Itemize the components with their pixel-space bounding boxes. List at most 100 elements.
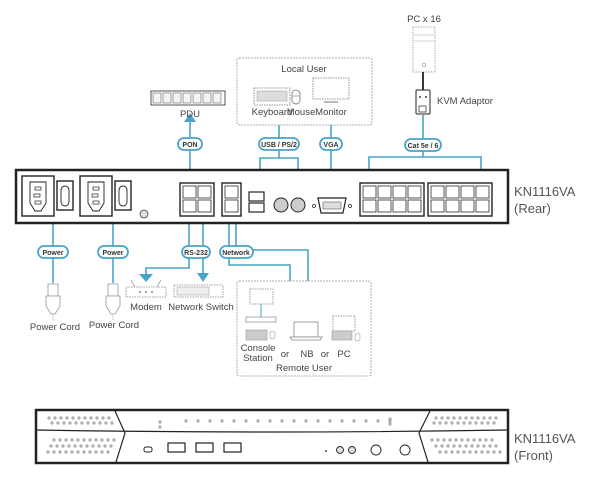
vent-hole bbox=[76, 450, 80, 454]
rs232-cable-modem bbox=[145, 222, 190, 276]
vent-hole bbox=[452, 416, 456, 420]
vent-hole bbox=[103, 444, 107, 448]
vent-hole bbox=[59, 416, 63, 420]
svg-text:RS-232: RS-232 bbox=[184, 250, 208, 257]
vent-hole bbox=[89, 416, 93, 420]
vent-hole bbox=[64, 438, 68, 442]
vent-hole bbox=[106, 450, 110, 454]
network-switch-label: Network Switch bbox=[168, 302, 233, 313]
vent-hole bbox=[158, 420, 162, 424]
vent-hole bbox=[458, 444, 462, 448]
vent-hole bbox=[76, 438, 80, 442]
vent-hole bbox=[458, 416, 462, 420]
nb-label: NB bbox=[300, 349, 313, 360]
network-cable-1 bbox=[228, 222, 291, 282]
vent-hole bbox=[468, 450, 472, 454]
console-station-label-2: Station bbox=[243, 353, 273, 364]
vent-hole bbox=[450, 421, 454, 425]
vent-hole bbox=[486, 421, 490, 425]
vent-hole bbox=[440, 416, 444, 420]
vent-hole bbox=[470, 416, 474, 420]
svg-text:Cat 5e / 6: Cat 5e / 6 bbox=[408, 143, 439, 150]
kvm-port-bank-1 bbox=[359, 182, 425, 217]
vent-hole bbox=[476, 444, 480, 448]
vent-hole bbox=[98, 421, 102, 425]
front-model-label: KN1116VA bbox=[514, 431, 576, 446]
vent-hole bbox=[49, 444, 53, 448]
power-cord-icon-2 bbox=[105, 283, 121, 320]
vent-hole bbox=[50, 421, 54, 425]
vent-hole bbox=[472, 438, 476, 442]
vent-hole bbox=[480, 450, 484, 454]
vent-hole bbox=[430, 438, 434, 442]
cat-pill: Cat 5e / 6 bbox=[404, 138, 442, 152]
modem-icon bbox=[125, 279, 167, 298]
vent-hole bbox=[244, 419, 248, 423]
vent-hole bbox=[456, 421, 460, 425]
pon-pill: PON bbox=[177, 137, 203, 151]
modem-arrow bbox=[139, 274, 153, 282]
vent-hole bbox=[474, 450, 478, 454]
pc-tower-icon bbox=[412, 26, 436, 73]
vent-hole bbox=[74, 421, 78, 425]
vent-hole bbox=[101, 416, 105, 420]
power-switch-2 bbox=[114, 180, 132, 211]
vent-hole bbox=[208, 419, 212, 423]
svg-text:Power: Power bbox=[42, 250, 63, 257]
vent-hole bbox=[82, 450, 86, 454]
vent-hole bbox=[83, 416, 87, 420]
vent-hole bbox=[376, 419, 380, 423]
vent-hole bbox=[464, 444, 468, 448]
vent-hole bbox=[100, 450, 104, 454]
vent-hole bbox=[79, 444, 83, 448]
vent-hole bbox=[80, 421, 84, 425]
vent-hole bbox=[55, 444, 59, 448]
svg-text:USB / PS/2: USB / PS/2 bbox=[261, 142, 297, 149]
power-cord-label-2: Power Cord bbox=[89, 320, 139, 331]
lan-ports bbox=[221, 182, 242, 217]
vent-hole bbox=[482, 416, 486, 420]
vent-hole bbox=[58, 450, 62, 454]
mouse-icon bbox=[291, 89, 301, 105]
vent-hole bbox=[184, 419, 188, 423]
vent-hole bbox=[440, 444, 444, 448]
vent-hole bbox=[220, 419, 224, 423]
vent-hole bbox=[97, 444, 101, 448]
vent-hole bbox=[65, 416, 69, 420]
vent-hole bbox=[490, 438, 494, 442]
vent-hole bbox=[470, 444, 474, 448]
vent-hole bbox=[58, 438, 62, 442]
vent-hole bbox=[438, 450, 442, 454]
vent-hole bbox=[256, 419, 260, 423]
vent-hole bbox=[488, 416, 492, 420]
vent-hole bbox=[438, 421, 442, 425]
power-cord-label-1: Power Cord bbox=[30, 322, 80, 333]
vent-hole bbox=[448, 438, 452, 442]
kvm-port-bank-2 bbox=[427, 182, 493, 217]
vent-hole bbox=[73, 444, 77, 448]
vent-hole bbox=[486, 450, 490, 454]
switch-arrow bbox=[197, 273, 209, 282]
vent-hole bbox=[434, 416, 438, 420]
remote-pc-icon bbox=[331, 315, 361, 342]
vent-hole bbox=[452, 444, 456, 448]
or-label-1: or bbox=[281, 349, 289, 360]
vent-hole bbox=[109, 444, 113, 448]
vent-hole bbox=[456, 450, 460, 454]
vent-hole bbox=[62, 421, 66, 425]
vent-hole bbox=[196, 419, 200, 423]
vent-hole bbox=[492, 421, 496, 425]
local-user-title: Local User bbox=[281, 64, 326, 75]
vent-hole bbox=[494, 444, 498, 448]
vent-hole bbox=[112, 438, 116, 442]
vent-hole bbox=[64, 450, 68, 454]
vent-hole bbox=[446, 444, 450, 448]
front-view-label: (Front) bbox=[514, 448, 553, 463]
front-ports bbox=[143, 442, 411, 456]
vent-hole bbox=[488, 444, 492, 448]
vent-hole bbox=[462, 450, 466, 454]
vent-hole bbox=[95, 416, 99, 420]
vent-hole bbox=[47, 416, 51, 420]
power-cord-icon-1 bbox=[45, 283, 61, 322]
